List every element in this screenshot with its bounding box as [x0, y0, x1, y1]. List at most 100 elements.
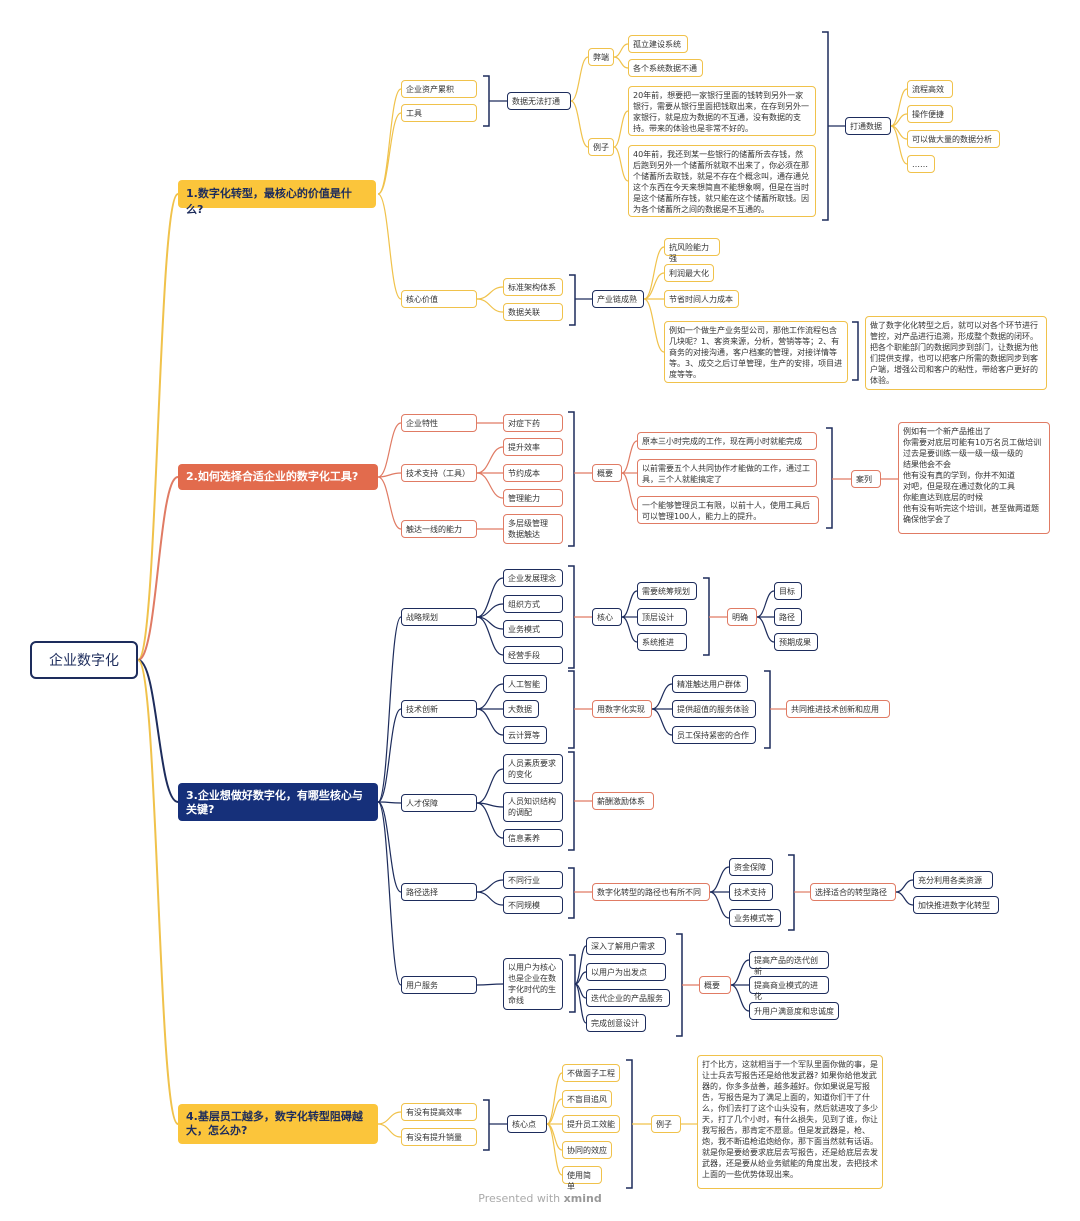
connector — [377, 801, 402, 804]
b1-ind-example[interactable]: 例如一个做生产业务型公司，那他工作流程包含几块呢？1、客资来源，分析，营销等等；… — [664, 321, 848, 383]
b3-us-1[interactable]: 深入了解用户需求 — [586, 937, 666, 955]
b1-example-2[interactable]: 40年前，我还到某一些银行的储蓄所去存钱，然后跑到另外一个储蓄所就取不出来了，你… — [628, 145, 816, 217]
b3-us-3[interactable]: 迭代企业的产品服务 — [586, 989, 670, 1007]
b1-datong-2[interactable]: 操作便捷 — [907, 105, 953, 123]
b3-us-2[interactable]: 以用户为出发点 — [586, 963, 666, 981]
root-topic[interactable]: 企业数字化 — [30, 641, 138, 679]
b1-core-value[interactable]: 核心价值 — [401, 290, 477, 308]
b3-us-summary[interactable]: 概要 — [699, 976, 731, 994]
b3-in-2[interactable]: 大数据 — [503, 700, 539, 718]
b1-data-block[interactable]: 数据无法打通 — [507, 92, 571, 110]
b1-ind-1[interactable]: 抗风险能力强 — [664, 238, 720, 263]
b3-st-2[interactable]: 组织方式 — [503, 595, 563, 613]
b2-sum-1[interactable]: 原本三小时完成的工作，现在两小时就能完成 — [637, 432, 817, 450]
b1-datong[interactable]: 打通数据 — [845, 117, 891, 135]
b2-tech-2[interactable]: 节约成本 — [503, 464, 563, 482]
b4-k-3[interactable]: 提升员工效能 — [562, 1115, 620, 1133]
b3-path-diff[interactable]: 数字化转型的路径也有所不同 — [592, 883, 710, 901]
b2-case-text[interactable]: 例如有一个新产品推出了 你需要对底层可能有10万名员工做培训 过去是要训练一级一… — [898, 422, 1050, 534]
b3-ta-2[interactable]: 人员知识结构的调配 — [503, 792, 563, 822]
b1-industry[interactable]: 产业链成熟 — [592, 290, 644, 308]
b3-st-4[interactable]: 经营手段 — [503, 646, 563, 664]
b3-st-core[interactable]: 核心 — [592, 608, 622, 626]
b3-impl-2[interactable]: 提供超值的服务体验 — [672, 700, 756, 718]
b2-sum-3[interactable]: 一个能够管理员工有限，以前十人，使用工具后可以管理100人，能力上的提升。 — [637, 496, 819, 524]
b3-ch-1[interactable]: 充分利用各类资源 — [913, 871, 993, 889]
b3-strategy[interactable]: 战略规划 — [401, 608, 477, 626]
b2-case[interactable]: 案列 — [851, 470, 881, 488]
b1-tool[interactable]: 工具 — [401, 104, 477, 122]
b1-example[interactable]: 例子 — [588, 138, 614, 156]
b4-example-text[interactable]: 打个比方，这就相当于一个军队里面你做的事，是让士兵去写报告还是给他发武器? 如果… — [697, 1055, 883, 1189]
b3-us-4[interactable]: 完成创意设计 — [586, 1014, 646, 1032]
b3-st-3[interactable]: 业务模式 — [503, 620, 563, 638]
b3-user-core[interactable]: 以用户为核心也是企业在数字化时代的生命线 — [503, 958, 563, 1010]
b3-ch-2[interactable]: 加快推进数字化转型 — [913, 896, 999, 914]
b3-pd-2[interactable]: 技术支持 — [729, 883, 773, 901]
b4-k-5[interactable]: 使用简单 — [562, 1166, 602, 1191]
b3-pa-1[interactable]: 不同行业 — [503, 871, 563, 889]
branch-1-title[interactable]: 1.数字化转型，最核心的价值是什么? — [178, 180, 376, 216]
b1-ind-result[interactable]: 做了数字化化转型之后，就可以对各个环节进行管控，对产品进行追溯，形成整个数据的闭… — [865, 316, 1047, 390]
b4-k-1[interactable]: 不做面子工程 — [562, 1064, 620, 1082]
b3-clear-3[interactable]: 预期成果 — [774, 633, 818, 651]
b2-reach-1[interactable]: 多层级管理 数据触达 — [503, 514, 563, 544]
b1-asset[interactable]: 企业资产累积 — [401, 80, 477, 98]
b2-tech-3[interactable]: 管理能力 — [503, 489, 563, 507]
b4-q1[interactable]: 有没有提高效率 — [401, 1103, 477, 1121]
b2-tech[interactable]: 技术支持（工具） — [401, 464, 477, 482]
b2-tech-1[interactable]: 提升效率 — [503, 438, 563, 456]
b4-key[interactable]: 核心点 — [507, 1115, 547, 1133]
b3-core-2[interactable]: 顶层设计 — [637, 608, 687, 626]
b1-example-1[interactable]: 20年前，想要把一家银行里面的钱转到另外一家银行，需要从银行里面把钱取出来，在存… — [628, 86, 816, 136]
b3-pa-2[interactable]: 不同规模 — [503, 896, 563, 914]
branch-4-title[interactable]: 4.基层员工越多，数字化转型阻碍越大，怎么办? — [178, 1104, 378, 1144]
b3-usum-3[interactable]: 升用户满意度和忠诚度 — [749, 1002, 839, 1020]
b1-standard[interactable]: 标准架构体系 — [503, 278, 563, 296]
b3-core-1[interactable]: 需要统筹规划 — [637, 582, 697, 600]
b1-datong-4[interactable]: …… — [907, 155, 935, 173]
b3-in-1[interactable]: 人工智能 — [503, 675, 547, 693]
b3-path[interactable]: 路径选择 — [401, 883, 477, 901]
b3-clear-1[interactable]: 目标 — [774, 582, 802, 600]
b3-usum-2[interactable]: 提高商业模式的进化 — [749, 976, 829, 1001]
b3-choose[interactable]: 选择适合的转型路径 — [810, 883, 896, 901]
b3-service[interactable]: 用户服务 — [401, 976, 477, 994]
b3-ta-3[interactable]: 信息素养 — [503, 829, 563, 847]
b1-data-link[interactable]: 数据关联 — [503, 303, 563, 321]
b2-trait[interactable]: 企业特性 — [401, 414, 477, 432]
b3-impl-1[interactable]: 精准触达用户群体 — [672, 675, 748, 693]
b1-bibing-1[interactable]: 孤立建设系统 — [628, 35, 688, 53]
b3-st-1[interactable]: 企业发展理念 — [503, 569, 563, 587]
b2-sum-2[interactable]: 以前需要五个人共同协作才能做的工作，通过工具，三个人就能搞定了 — [637, 459, 817, 487]
b3-core-3[interactable]: 系统推进 — [637, 633, 687, 651]
b4-q2[interactable]: 有没有提升销量 — [401, 1128, 477, 1146]
b4-k-2[interactable]: 不盲目追风 — [562, 1090, 612, 1108]
b1-bibing-2[interactable]: 各个系统数据不通 — [628, 59, 703, 77]
b3-usum-1[interactable]: 提高产品的迭代创新 — [749, 951, 829, 976]
b3-innovate[interactable]: 技术创新 — [401, 700, 477, 718]
b3-in-3[interactable]: 云计算等 — [503, 726, 547, 744]
b1-ind-3[interactable]: 节省时间人力成本 — [664, 290, 739, 308]
b1-datong-3[interactable]: 可以做大量的数据分析 — [907, 130, 1000, 148]
b4-k-4[interactable]: 协同的效应 — [562, 1141, 612, 1159]
b2-trait-1[interactable]: 对症下药 — [503, 414, 563, 432]
b3-impl-3[interactable]: 员工保持紧密的合作 — [672, 726, 756, 744]
b3-clear-2[interactable]: 路径 — [774, 608, 802, 626]
b1-ind-2[interactable]: 利润最大化 — [664, 264, 714, 282]
b3-pd-3[interactable]: 业务模式等 — [729, 909, 781, 927]
b2-summary[interactable]: 概要 — [592, 464, 622, 482]
b3-digital-impl[interactable]: 用数字化实现 — [592, 700, 652, 718]
b3-co-promote[interactable]: 共同推进技术创新和应用 — [786, 700, 890, 718]
b3-clear[interactable]: 明确 — [727, 608, 757, 626]
b1-bibing[interactable]: 弊端 — [588, 48, 614, 66]
b3-talent[interactable]: 人才保障 — [401, 794, 477, 812]
b4-example[interactable]: 例子 — [651, 1115, 681, 1133]
branch-3-title[interactable]: 3.企业想做好数字化，有哪些核心与关键? — [178, 783, 378, 821]
b1-datong-1[interactable]: 流程高效 — [907, 80, 953, 98]
b2-reach[interactable]: 触达一线的能力 — [401, 520, 477, 538]
b3-ta-1[interactable]: 人员素质要求的变化 — [503, 754, 563, 784]
branch-2-title[interactable]: 2.如何选择合适企业的数字化工具? — [178, 464, 378, 490]
b3-pd-1[interactable]: 资金保障 — [729, 858, 773, 876]
b3-salary[interactable]: 薪酬激励体系 — [592, 792, 654, 810]
